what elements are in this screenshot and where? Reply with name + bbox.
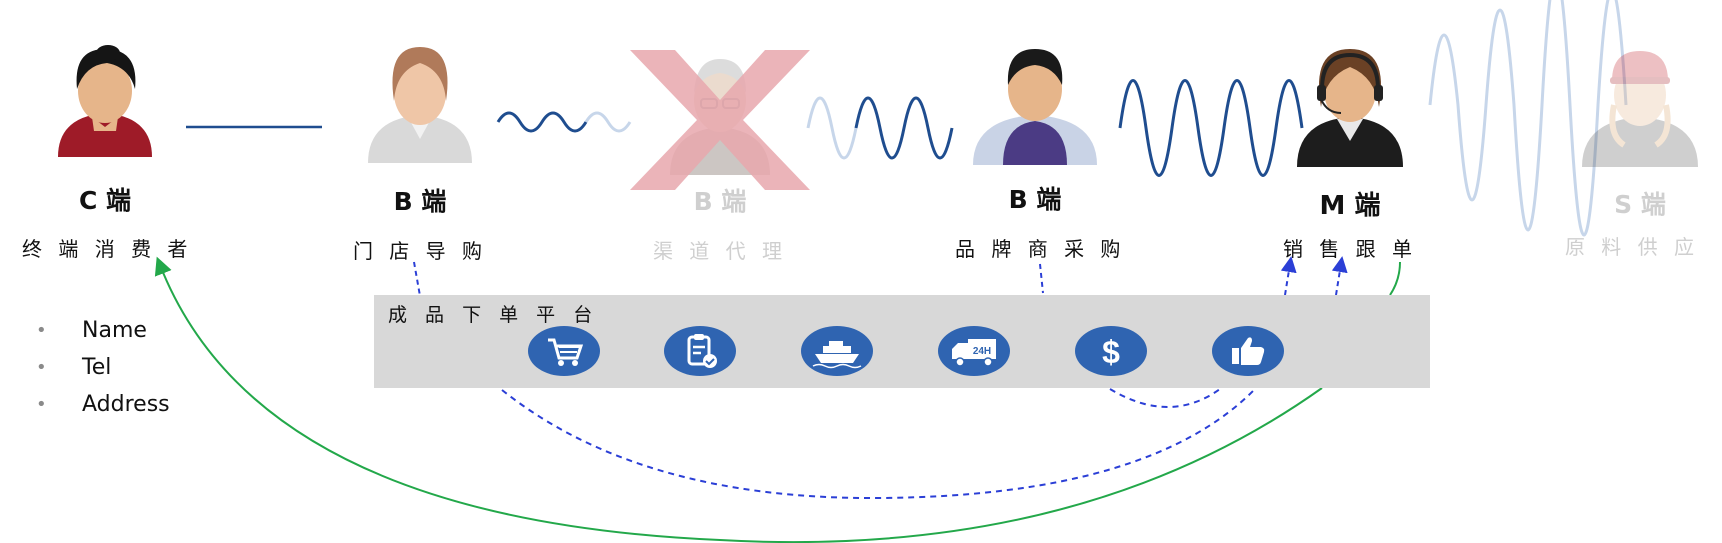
- huge-wave-faded: [1428, 0, 1628, 237]
- actor-tag: C 端: [78, 186, 132, 215]
- actor-role: 原 料 供 应: [1564, 235, 1700, 259]
- ship-icon: [801, 326, 873, 376]
- actor-channel-agent: B 端 渠 道 代 理: [625, 45, 815, 263]
- green-feedback-curve: [160, 262, 1401, 543]
- actor-role: 销 售 跟 单: [1282, 237, 1418, 261]
- dollar-label: $: [1102, 334, 1120, 370]
- cross-mark-icon: [630, 50, 810, 190]
- woman-avatar-icon: [58, 45, 152, 157]
- delivery-truck-24h-icon: 24H: [938, 326, 1010, 376]
- platform-title: 成 品 下 单 平 台: [388, 304, 599, 326]
- actor-sales-follow-up: M 端 销 售 跟 单: [1275, 45, 1425, 261]
- dashed-arrow-sales-1: [1280, 256, 1297, 296]
- list-item: Name: [30, 318, 170, 355]
- dashed-link-store: [413, 261, 421, 297]
- clipboard-check-icon: [664, 326, 736, 376]
- actor-tag: M 端: [1319, 191, 1381, 221]
- large-wave: [1118, 79, 1304, 177]
- dollar-icon: $: [1075, 326, 1147, 376]
- small-wave-faded: [584, 111, 632, 133]
- small-wave: [496, 111, 588, 133]
- actor-store-guide: B 端 门 店 导 购: [350, 45, 490, 263]
- actor-role: 品 牌 商 采 购: [955, 237, 1126, 261]
- woman-staff-avatar-icon: [368, 47, 472, 163]
- thumbs-up-icon: [1212, 326, 1284, 376]
- actor-brand-buyer: B 端 品 牌 商 采 购: [955, 45, 1126, 261]
- actor-role: 渠 道 代 理: [652, 239, 788, 263]
- medium-wave: [854, 96, 954, 160]
- actor-consumer: C 端 终 端 消 费 者: [22, 45, 187, 261]
- dashed-loop-large: [501, 388, 1256, 500]
- actor-material-supplier: S 端 原 料 供 应: [1565, 45, 1710, 260]
- actor-role: 门 店 导 购: [352, 239, 488, 263]
- shopping-cart-icon: [528, 326, 600, 376]
- consumer-field-list: Name Tel Address: [30, 318, 170, 429]
- man-vest-avatar-icon: [973, 49, 1097, 165]
- actor-tag: B 端: [1008, 185, 1062, 214]
- truck-badge-label: 24H: [973, 346, 991, 357]
- dashed-arrow-sales-2: [1331, 256, 1348, 296]
- medium-wave-faded: [806, 96, 858, 160]
- dashed-loop-small: [1109, 388, 1221, 408]
- actor-tag: S 端: [1614, 190, 1666, 219]
- actor-role: 终 端 消 费 者: [22, 237, 193, 261]
- actor-tag: B 端: [693, 187, 747, 216]
- dashed-link-brand: [1039, 263, 1044, 294]
- list-item: Tel: [30, 355, 170, 392]
- worker-cap-avatar-icon: [1582, 51, 1698, 167]
- headset-agent-avatar-icon: [1297, 49, 1403, 167]
- list-item: Address: [30, 392, 170, 429]
- actor-tag: B 端: [393, 187, 447, 216]
